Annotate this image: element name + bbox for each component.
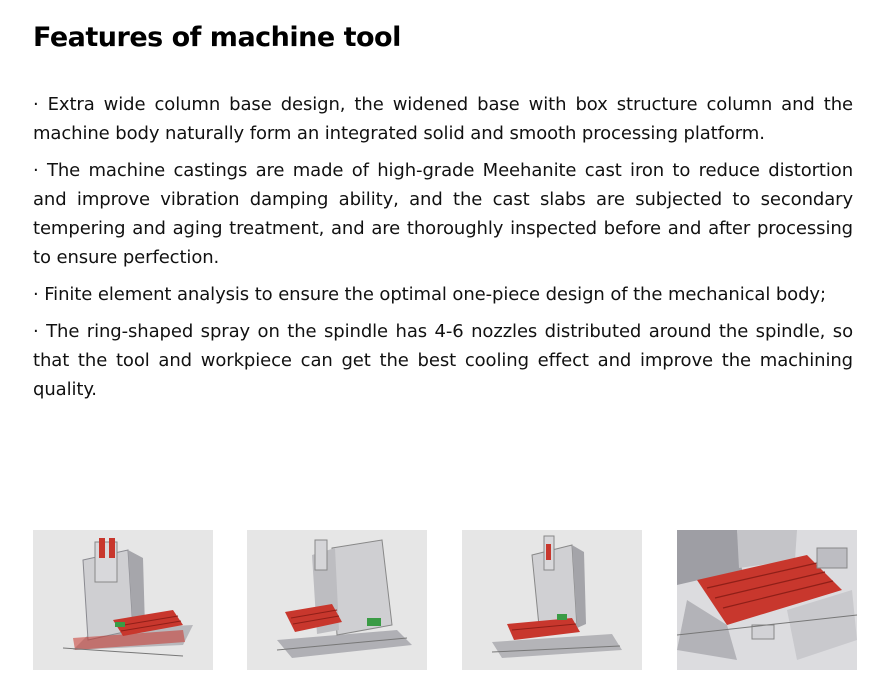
feature-list: · Extra wide column base design, the wid… (33, 90, 853, 412)
machine-front-view-image (33, 530, 213, 670)
feature-item: · The machine castings are made of high-… (33, 160, 853, 268)
feature-item: · Finite element analysis to ensure the … (33, 284, 826, 305)
machine-table-closeup-image (677, 530, 857, 670)
machine-rear-view-image (247, 530, 427, 670)
machine-side-view-image (462, 530, 642, 670)
page-title: Features of machine tool (33, 22, 401, 53)
machine-image-gallery (33, 530, 857, 670)
feature-item: · Extra wide column base design, the wid… (33, 94, 853, 144)
feature-item: · The ring-shaped spray on the spindle h… (33, 321, 853, 400)
